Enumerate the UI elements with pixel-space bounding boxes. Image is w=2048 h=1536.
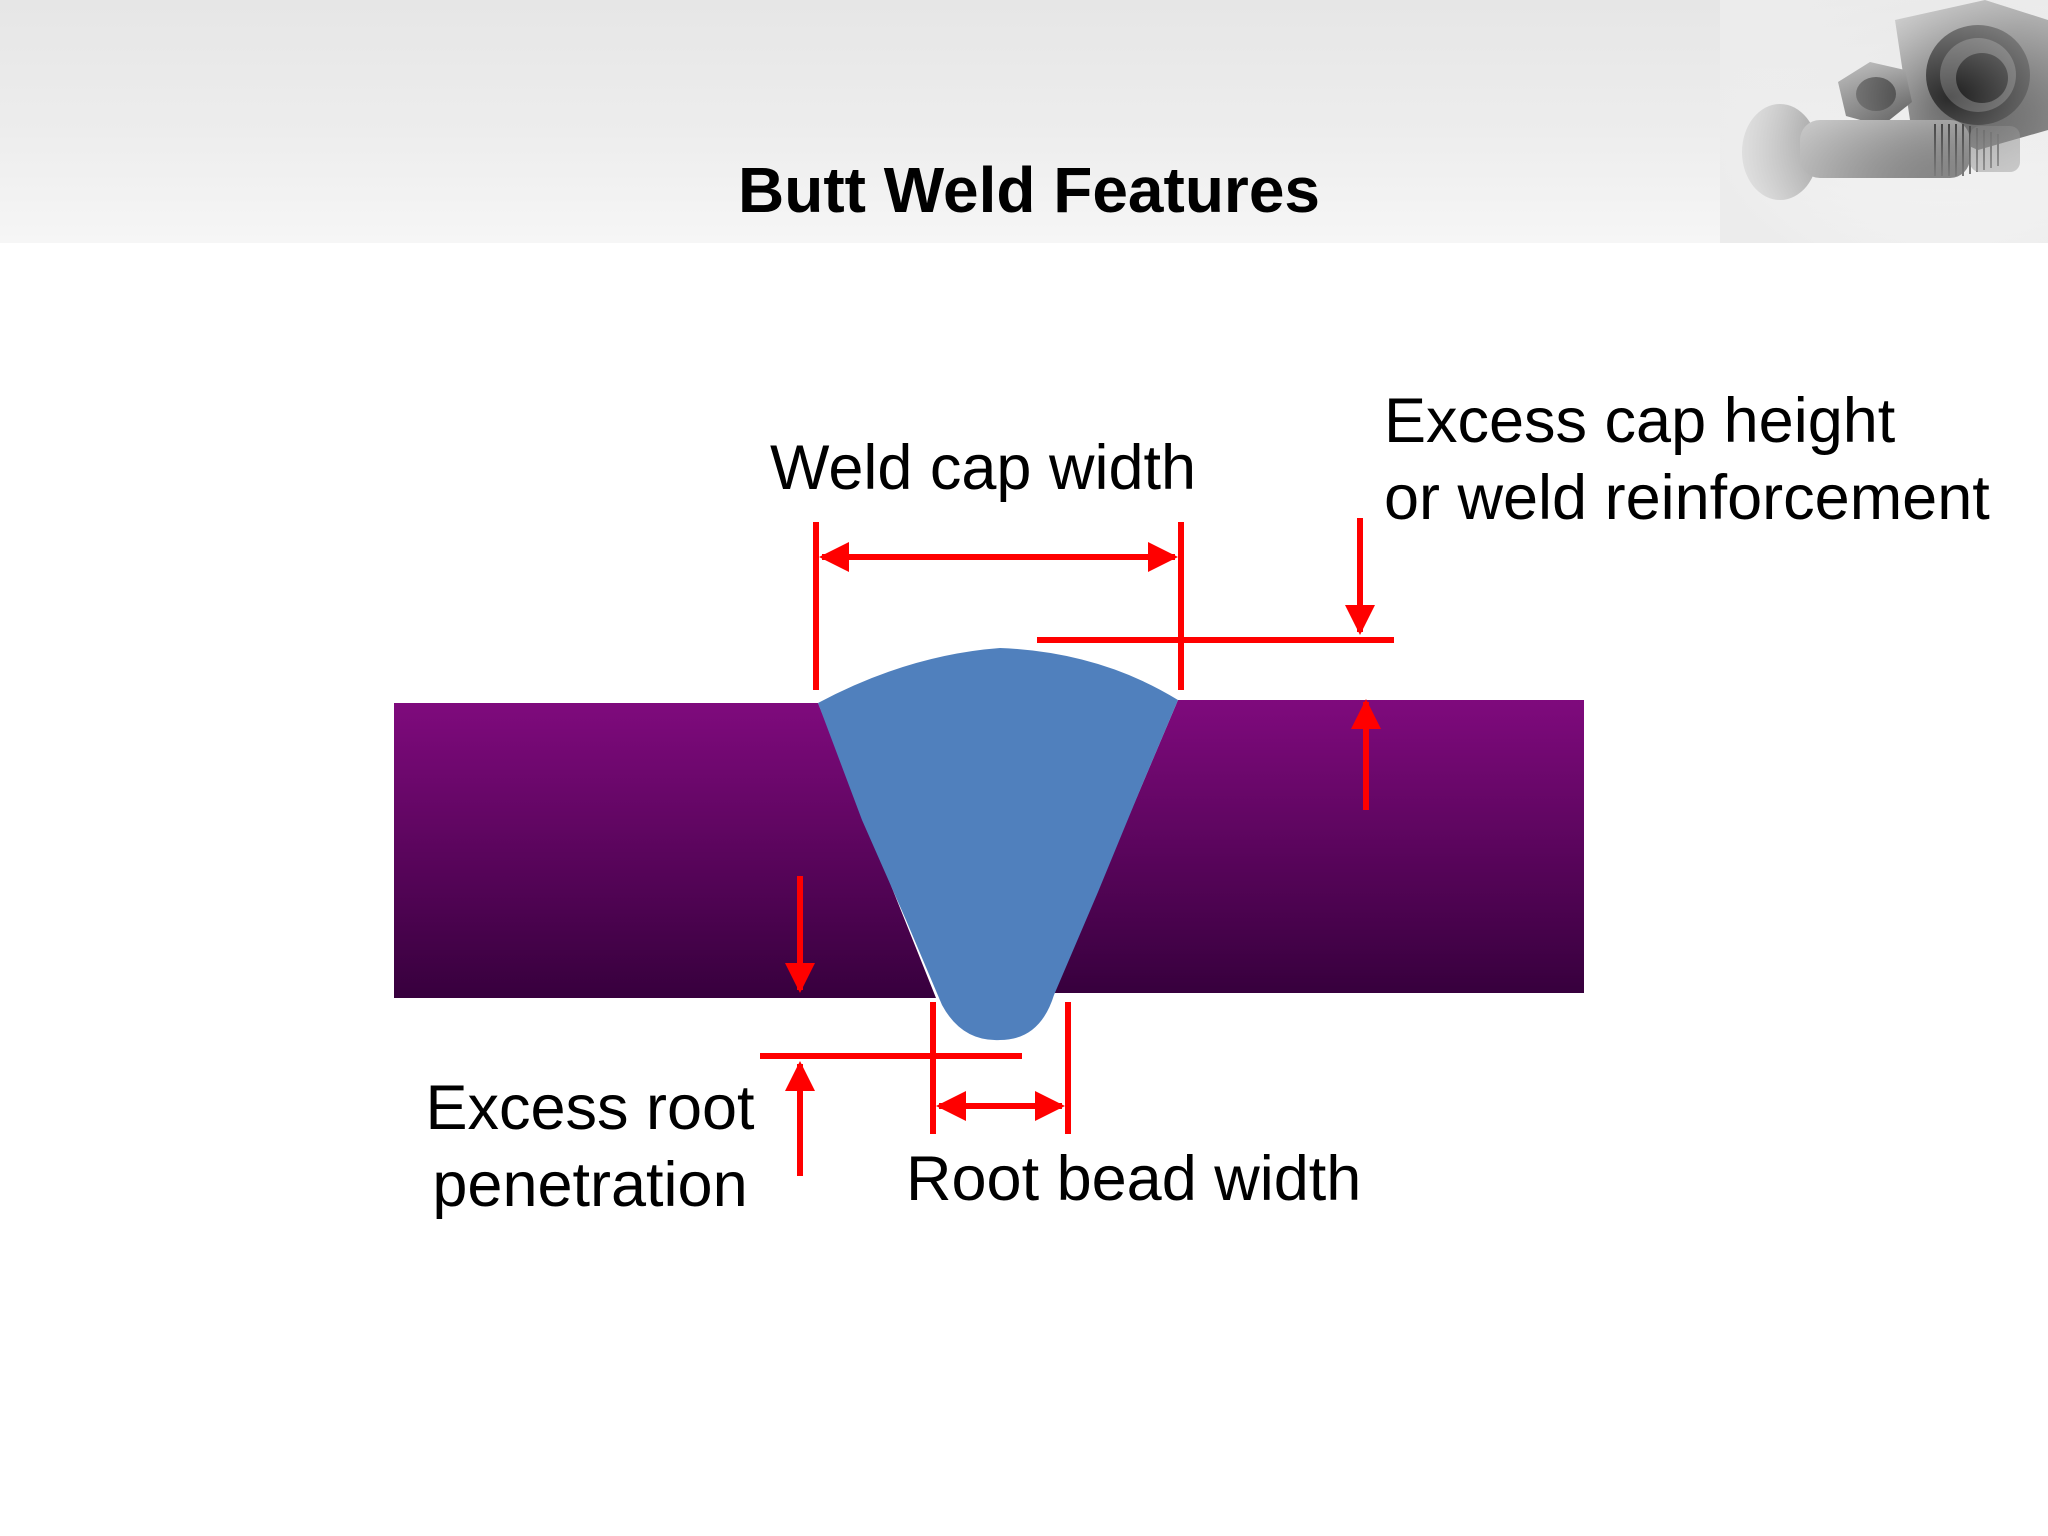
excess-cap-height-label: Excess cap height or weld reinforcement [1384,383,1990,537]
excess-cap-height-line1: Excess cap height [1384,386,1896,456]
slide-title: Butt Weld Features [738,154,1320,226]
header-band [0,0,2048,243]
weld-cap-width-label: Weld cap width [770,433,1197,503]
excess-root-penetration-line2: penetration [432,1150,748,1220]
root-bead-width-label: Root bead width [906,1144,1362,1214]
excess-root-penetration-line1: Excess root [425,1073,755,1143]
excess-root-penetration-label: Excess root penetration [415,1070,765,1224]
excess-cap-height-line2: or weld reinforcement [1384,463,1990,533]
nuts-and-bolt-icon [1720,0,2048,243]
right-plate [1054,700,1584,993]
weld-bead [818,648,1178,1041]
